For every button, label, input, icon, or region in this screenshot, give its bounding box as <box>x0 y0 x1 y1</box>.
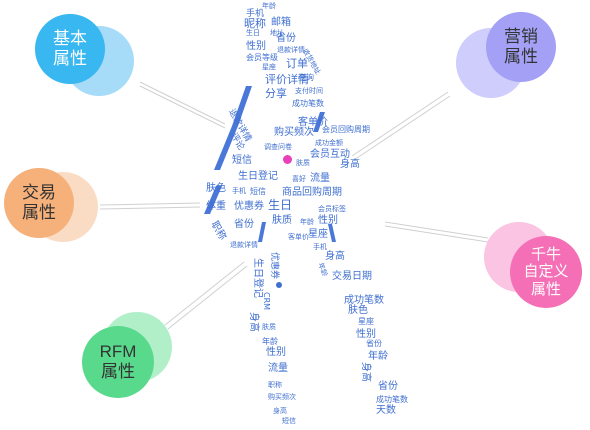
word-cloud-term: 客单价 <box>298 117 328 128</box>
word-cloud-term: 购买频次 <box>274 127 314 138</box>
connector-custom <box>384 225 489 243</box>
word-cloud-term: 手机 <box>313 243 327 251</box>
attribute-label: 基本 属性 <box>53 29 87 68</box>
word-cloud-term: 购买频次 <box>268 393 296 401</box>
word-cloud-term: 年龄 <box>368 351 388 362</box>
attribute-label: 交易 属性 <box>22 183 56 222</box>
word-cloud-term: 年龄 <box>300 218 314 226</box>
word-cloud-term: 短信 <box>232 155 252 166</box>
word-cloud-term: 客单价 <box>288 233 309 241</box>
word-cloud-term: 肤质 <box>272 215 292 226</box>
connector-marketing <box>351 91 449 157</box>
word-cloud-term: 地址 <box>270 29 284 37</box>
word-cloud-term: 会员互动 <box>310 149 350 160</box>
word-cloud-term: 身高 <box>360 362 371 382</box>
word-cloud-term: 调查问卷 <box>264 143 292 151</box>
word-cloud-term: 成功金额 <box>315 139 343 147</box>
word-cloud-term: 性别 <box>318 215 338 226</box>
word-cloud-term: 天数 <box>376 405 396 416</box>
connector-rfm <box>167 265 248 330</box>
word-cloud-term: 身高 <box>248 312 259 332</box>
word-cloud-term: 订单 <box>286 57 308 70</box>
word-cloud-term: 支付时间 <box>295 87 323 95</box>
word-cloud-term: 星座 <box>308 229 328 240</box>
word-cloud-term: 交易日期 <box>332 271 372 282</box>
connector-custom <box>384 221 489 239</box>
word-cloud-term: 性别 <box>246 41 266 52</box>
word-cloud-term: 退款详情 <box>277 46 305 54</box>
circle-main <box>486 12 556 82</box>
connector-transaction <box>99 206 201 210</box>
word-cloud-term: 身高 <box>273 407 287 415</box>
accent-dot <box>283 155 292 164</box>
figure-stroke <box>258 222 266 242</box>
word-cloud-term: 星座 <box>358 317 374 326</box>
word-cloud-term: 邮箱 <box>271 17 291 28</box>
connector-marketing <box>353 95 451 161</box>
word-cloud-term: 查询 <box>298 73 314 82</box>
word-cloud-term: 年龄 <box>262 337 278 346</box>
word-cloud-term: 评价详情 <box>265 73 309 86</box>
word-cloud-term: 生日登记 <box>252 258 263 298</box>
word-cloud-term: 喜好 <box>292 175 306 183</box>
word-cloud-term: 手机 <box>246 9 265 19</box>
figure-stroke <box>313 112 325 132</box>
word-cloud-term: 身高 <box>340 159 360 170</box>
word-cloud-term: 短信 <box>250 187 266 196</box>
figure-stroke <box>204 186 222 214</box>
word-cloud-term: 年龄 <box>262 2 276 10</box>
word-cloud-term: 会员回购周期 <box>322 125 370 134</box>
attribute-label: 营销 属性 <box>504 27 538 66</box>
word-cloud-term: 肤色 <box>348 305 368 316</box>
word-cloud-term: 星座 <box>262 63 276 71</box>
word-cloud-term: 肤质 <box>296 159 310 167</box>
word-cloud-term: 性别 <box>356 329 376 340</box>
figure-stroke <box>214 126 238 170</box>
word-cloud-term: 短信 <box>282 417 296 425</box>
word-cloud-term: 会员标签 <box>318 205 346 213</box>
word-cloud-term: 成功笔数 <box>292 99 324 108</box>
figure-stroke <box>232 86 252 126</box>
word-cloud-term: 手机 <box>232 187 246 195</box>
word-cloud-term: CRM <box>262 292 271 311</box>
word-cloud-term: 身高 <box>325 251 345 262</box>
circle-main <box>4 168 74 238</box>
word-cloud-term: 商品回购周期 <box>282 187 342 198</box>
word-cloud-term: 职称 <box>268 381 282 389</box>
connector-basic <box>139 81 226 125</box>
word-cloud-term: 肤质 <box>262 323 276 331</box>
word-cloud-term: 生日登记 <box>238 171 278 182</box>
marker-dot <box>276 282 282 288</box>
word-cloud-term: 省份 <box>276 33 296 44</box>
word-cloud-term: 性别 <box>266 347 286 358</box>
circle-main <box>510 236 582 308</box>
circle-main <box>82 326 154 398</box>
word-cloud-term: 省份 <box>234 219 254 230</box>
word-cloud-term: 流量 <box>268 363 288 374</box>
word-cloud-term: 肤色 <box>206 183 226 194</box>
figure-stroke <box>328 224 336 242</box>
attribute-label: 千牛 自定义 属性 <box>523 246 569 298</box>
word-cloud-term: 生日 <box>268 198 293 212</box>
word-cloud-term: 流量 <box>310 173 330 184</box>
word-cloud-term: 省份 <box>378 381 398 392</box>
word-cloud-term: 退款详情 <box>230 241 258 249</box>
connector-basic <box>139 85 226 129</box>
word-cloud-term: 会员等级 <box>246 53 278 62</box>
word-cloud-term: 生日 <box>246 29 260 37</box>
word-cloud-term: 分享 <box>265 87 287 100</box>
attribute-label: RFM 属性 <box>99 342 137 381</box>
word-cloud-term: 体重 <box>206 201 226 212</box>
word-cloud-term: 优惠券 <box>269 252 279 280</box>
word-cloud-term: 昵称 <box>244 17 266 30</box>
circle-main <box>35 14 105 84</box>
connector-transaction <box>99 202 201 206</box>
connector-rfm <box>164 261 245 326</box>
word-cloud-term: 成功笔数 <box>376 395 408 404</box>
word-cloud-term: 优惠券 <box>234 201 264 212</box>
word-cloud-term: 省份 <box>366 339 382 348</box>
word-cloud-term: 成功笔数 <box>344 295 384 306</box>
